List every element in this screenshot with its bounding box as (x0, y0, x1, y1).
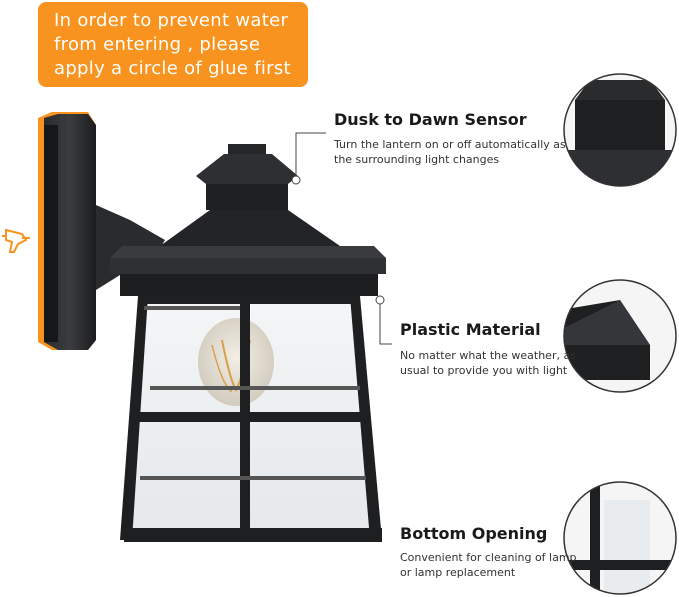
wall-mount-plate (38, 112, 96, 350)
zoom-circle-bottom (563, 481, 677, 595)
banner-line: apply a circle of glue first (54, 58, 291, 79)
feature-title-sensor: Dusk to Dawn Sensor (334, 110, 527, 129)
zoom-circle-material (563, 279, 677, 393)
lamp-roof (110, 210, 386, 296)
glue-gun-icon (2, 228, 30, 253)
feature-desc-sensor: Turn the lantern on or off automatically… (334, 137, 566, 167)
banner-line: from entering , please (54, 34, 261, 55)
feature-desc-line: or lamp replacement (400, 566, 516, 579)
zoom-circle-sensor (563, 73, 677, 187)
banner-line: In order to prevent water (54, 10, 289, 31)
callout-lines (291, 132, 392, 345)
feature-title-material: Plastic Material (400, 320, 541, 339)
lamp-glass-cage (120, 296, 382, 542)
feature-desc-line: Turn the lantern on or off automatically… (334, 138, 566, 151)
lamp-top-cap (196, 144, 298, 210)
glue-instruction-banner: In order to prevent water from entering … (38, 2, 308, 87)
feature-desc-line: Convenient for cleaning of lamp (400, 551, 577, 564)
feature-desc-material: No matter what the weather, as usual to … (400, 348, 576, 378)
feature-desc-line: the surrounding light changes (334, 153, 500, 166)
feature-desc-line: usual to provide you with light (400, 364, 568, 377)
feature-desc-bottom: Convenient for cleaning of lamp or lamp … (400, 550, 577, 580)
feature-desc-line: No matter what the weather, as (400, 349, 576, 362)
feature-title-bottom: Bottom Opening (400, 524, 548, 543)
bulb-icon (198, 318, 274, 406)
